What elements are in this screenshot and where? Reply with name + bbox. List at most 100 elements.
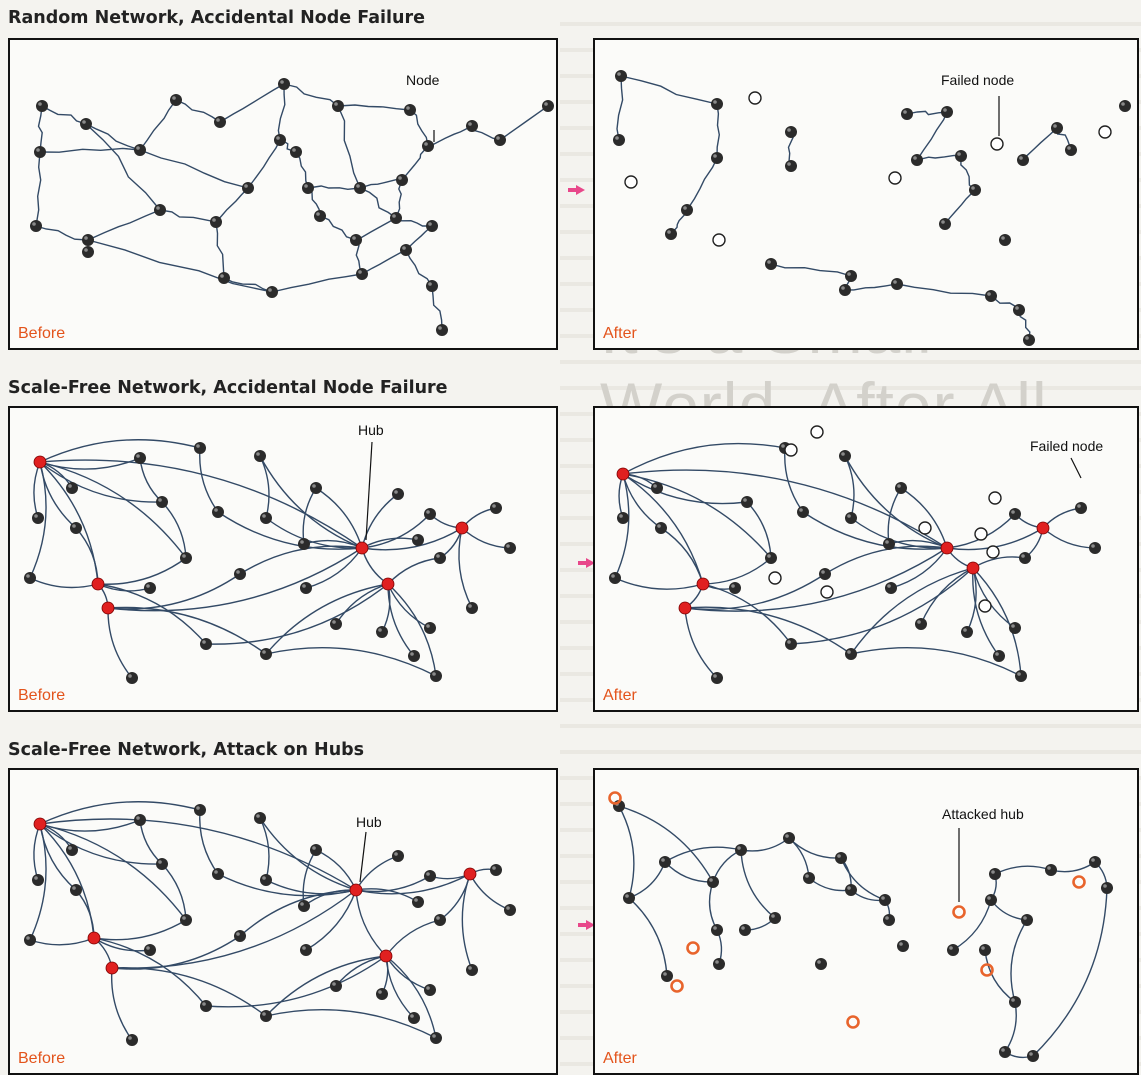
network-node xyxy=(613,134,625,146)
network-node xyxy=(783,832,795,844)
node-highlight xyxy=(300,902,304,906)
network-node xyxy=(490,502,502,514)
node-highlight xyxy=(398,176,402,180)
node-highlight xyxy=(262,876,266,880)
network-link xyxy=(405,249,433,287)
network-link xyxy=(97,557,187,585)
network-node xyxy=(969,184,981,196)
random-after-panel: Failed node After xyxy=(593,38,1139,350)
network-node xyxy=(895,482,907,494)
callout-leader xyxy=(359,831,367,883)
network-link xyxy=(239,889,357,937)
network-link xyxy=(740,837,790,852)
node-highlight xyxy=(941,220,945,224)
network-link xyxy=(1022,127,1058,161)
node-highlight xyxy=(663,972,667,976)
node-highlight xyxy=(987,896,991,900)
network-node xyxy=(34,146,46,158)
network-node xyxy=(154,204,166,216)
node-highlight xyxy=(492,866,496,870)
network-link xyxy=(39,818,357,891)
network-node xyxy=(466,120,478,132)
node-highlight xyxy=(202,1002,206,1006)
network-node xyxy=(609,572,621,584)
network-node xyxy=(1065,144,1077,156)
network-link xyxy=(684,606,852,655)
node-highlight xyxy=(1023,916,1027,920)
node-highlight xyxy=(893,280,897,284)
network-node xyxy=(332,100,344,112)
network-node xyxy=(144,944,156,956)
network-node xyxy=(126,672,138,684)
network-node xyxy=(615,70,627,82)
network-link xyxy=(305,889,357,951)
network-link xyxy=(361,547,389,585)
node-highlight xyxy=(432,672,436,676)
attack-after-diagram xyxy=(608,791,1113,1062)
network-link xyxy=(85,123,141,151)
network-link xyxy=(361,527,463,551)
network-node xyxy=(424,508,436,520)
network-link xyxy=(175,99,221,123)
network-node xyxy=(70,522,82,534)
network-node xyxy=(424,870,436,882)
network-link xyxy=(265,955,387,1017)
node-highlight xyxy=(468,122,472,126)
network-link xyxy=(87,239,273,293)
hub-node xyxy=(33,817,47,831)
network-link xyxy=(616,75,624,141)
attacked-hub-node xyxy=(608,791,622,805)
node-highlight xyxy=(392,214,396,218)
node-highlight xyxy=(731,584,735,588)
node-highlight xyxy=(236,932,240,936)
network-link xyxy=(161,501,187,559)
node-highlight xyxy=(785,834,789,838)
network-node xyxy=(785,638,797,650)
network-node xyxy=(494,134,506,146)
node-highlight xyxy=(220,274,224,278)
network-link xyxy=(622,469,948,549)
attacked-hub-node xyxy=(952,905,966,919)
network-link xyxy=(33,461,41,519)
node-highlight xyxy=(268,288,272,292)
network-node xyxy=(424,622,436,634)
node-highlight xyxy=(949,946,953,950)
transition-arrow xyxy=(578,920,596,930)
network-node xyxy=(504,904,516,916)
node-highlight xyxy=(146,946,150,950)
node-highlight xyxy=(771,914,775,918)
network-link xyxy=(788,837,842,859)
network-link xyxy=(684,607,718,679)
node-highlight xyxy=(352,236,356,240)
node-highlight xyxy=(358,270,362,274)
network-node xyxy=(785,126,797,138)
attacked-hub-node xyxy=(980,963,994,977)
network-node xyxy=(430,670,442,682)
network-link xyxy=(205,955,387,1008)
network-node xyxy=(314,210,326,222)
network-node xyxy=(134,452,146,464)
failed-node xyxy=(784,443,798,457)
hub-node xyxy=(616,467,630,481)
network-node xyxy=(36,100,48,112)
network-link xyxy=(461,873,473,971)
network-link xyxy=(385,919,441,957)
node-highlight xyxy=(611,574,615,578)
node-highlight xyxy=(1021,554,1025,558)
node-highlight xyxy=(1001,1048,1005,1052)
network-link xyxy=(972,567,1022,677)
node-highlight xyxy=(847,272,851,276)
node-highlight xyxy=(881,896,885,900)
node-highlight xyxy=(713,674,717,678)
network-link xyxy=(788,837,810,879)
network-node xyxy=(885,582,897,594)
network-link xyxy=(890,547,948,589)
node-highlight xyxy=(202,640,206,644)
node-highlight xyxy=(957,152,961,156)
network-node xyxy=(713,958,725,970)
node-highlight xyxy=(625,894,629,898)
network-node xyxy=(156,858,168,870)
node-highlight xyxy=(436,554,440,558)
network-node xyxy=(300,944,312,956)
network-node xyxy=(302,182,314,194)
